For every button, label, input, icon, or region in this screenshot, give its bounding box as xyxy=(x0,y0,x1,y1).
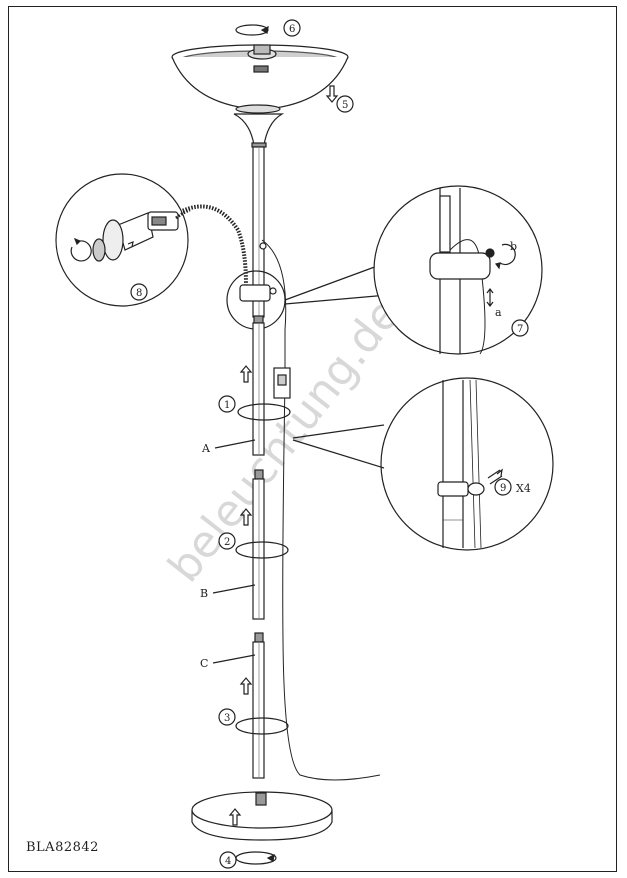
bowl-shade xyxy=(171,44,349,114)
step-1: 1 xyxy=(224,400,230,411)
lamp-base xyxy=(191,791,333,841)
step-9: 9 xyxy=(500,483,506,494)
rotate-arrow-4: 4 xyxy=(219,851,277,869)
document-code: BLA82842 xyxy=(26,840,99,855)
pole-section-b: 2 B xyxy=(200,469,289,620)
rotate-arrow-6: 6 xyxy=(235,19,301,37)
detail-clamp: b a 7 xyxy=(373,185,543,355)
detail-reading-light: 8 xyxy=(55,173,191,307)
step-6: 6 xyxy=(289,24,295,35)
page-frame xyxy=(8,6,617,872)
step-5: 5 xyxy=(342,100,348,111)
part-b-label: B xyxy=(200,587,208,600)
funnel-neck xyxy=(233,113,285,146)
gooseneck-arm xyxy=(179,204,248,286)
part-c-label: C xyxy=(200,657,208,670)
detail-cable-clip: 9 X4 xyxy=(380,377,554,551)
label-b: b xyxy=(510,240,517,253)
part-a-label: A xyxy=(201,442,211,455)
step-4: 4 xyxy=(225,856,231,867)
step-2: 2 xyxy=(224,537,230,548)
step-3: 3 xyxy=(224,713,230,724)
pole-section-c: 3 C xyxy=(200,632,289,779)
step-7: 7 xyxy=(517,324,523,335)
quantity-x4: X4 xyxy=(516,482,531,495)
pole-section-a: 1 A xyxy=(201,315,291,456)
step-8: 8 xyxy=(136,288,142,299)
down-arrow-5: 5 xyxy=(325,85,354,113)
label-a: a xyxy=(495,306,502,319)
